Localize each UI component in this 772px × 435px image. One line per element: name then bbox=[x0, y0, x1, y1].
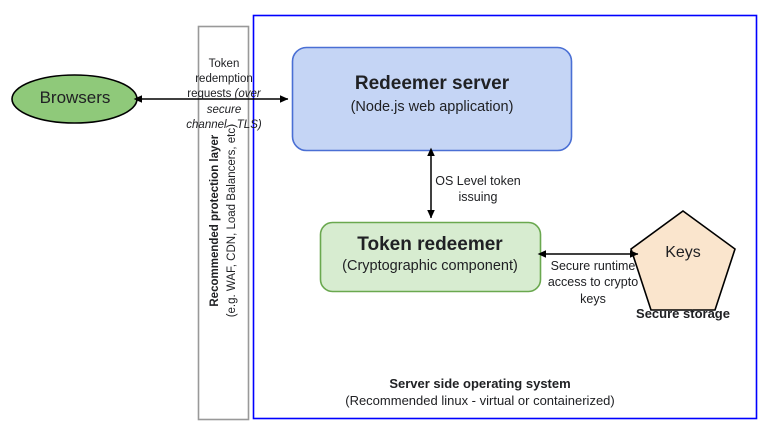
protection-layer-line2: (e.g. WAF, CDN, Load Balancers, etc) bbox=[226, 124, 239, 318]
keys-label: Keys bbox=[665, 244, 701, 261]
edge-server-to-redeemer-label: OS Level token issuing bbox=[435, 174, 521, 205]
protection-layer-line1: Recommended protection layer bbox=[209, 135, 222, 307]
redeemer-server-title: Redeemer server bbox=[354, 73, 510, 94]
browsers-label: Browsers bbox=[39, 88, 111, 107]
protection-layer-boundary bbox=[197, 25, 250, 421]
secure-storage-caption: Secure storage bbox=[636, 306, 730, 321]
operating-system-subtitle: (Recommended linux - virtual or containe… bbox=[345, 393, 615, 408]
redeemer-server-subtitle: (Node.js web application) bbox=[350, 99, 514, 115]
edge-label-italic-part: (over secure channel - TLS) bbox=[186, 88, 262, 131]
edge-browsers-to-server-label: Token redemption requests (over secure c… bbox=[186, 57, 262, 133]
token-redeemer-title: Token redeemer bbox=[357, 234, 503, 255]
keys-node[interactable] bbox=[630, 210, 736, 311]
token-redeemer-subtitle: (Cryptographic component) bbox=[342, 258, 518, 274]
protection-layer-label: Recommended protection layer (e.g. WAF, … bbox=[199, 26, 249, 416]
edge-redeemer-to-keys-label: Secure runtime access to crypto keys bbox=[547, 259, 639, 306]
operating-system-boundary bbox=[252, 14, 758, 420]
protection-layer-vertical-text: Recommended protection layer (e.g. WAF, … bbox=[207, 124, 240, 317]
edge-label-plain-part: Token redemption requests bbox=[187, 58, 253, 101]
operating-system-title: Server side operating system bbox=[389, 376, 571, 391]
